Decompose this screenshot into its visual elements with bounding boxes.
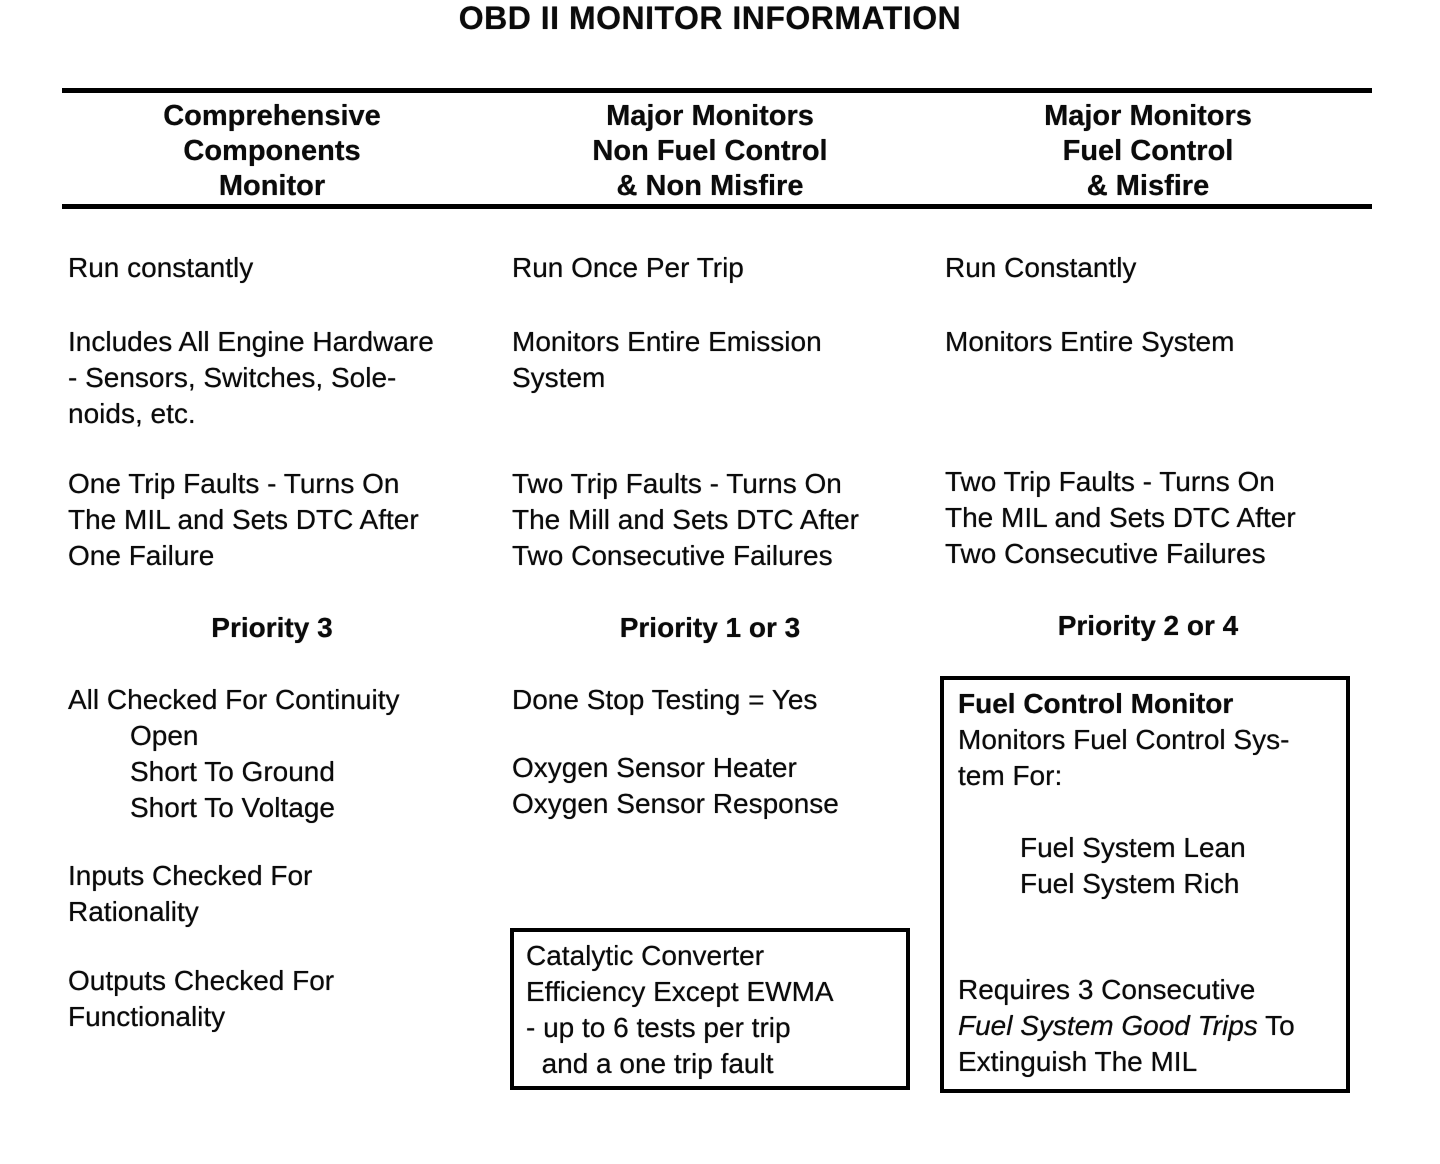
catalytic-converter-text: Catalytic Converter Efficiency Except EW… xyxy=(526,940,834,1079)
fuel-box-body: Monitors Fuel Control Sys- tem For: xyxy=(958,724,1290,791)
fuel-box-requires: Requires 3 Consecutive Fuel System Good … xyxy=(958,972,1332,1080)
col3-two-trip-faults: Two Trip Faults - Turns On The MIL and S… xyxy=(945,466,1296,569)
fuel-box-requires-line2: Fuel System Good Trips To xyxy=(958,1008,1332,1044)
col1-outputs-checked: Outputs Checked For Functionality xyxy=(68,965,335,1032)
fuel-box-requires-line1: Requires 3 Consecutive xyxy=(958,974,1256,1005)
col2-run-once: Run Once Per Trip xyxy=(512,252,744,283)
col1-inputs-checked: Inputs Checked For Rationality xyxy=(68,860,313,927)
col1-run-constantly: Run constantly xyxy=(68,252,254,283)
fuel-box-requires-tail: To xyxy=(1257,1010,1295,1041)
col1-checked-heading: All Checked For Continuity xyxy=(68,684,400,715)
col1-priority: Priority 3 xyxy=(211,612,333,643)
col1-one-trip-faults: One Trip Faults - Turns On The MIL and S… xyxy=(68,468,419,571)
column-header-non-fuel: Major Monitors Non Fuel Control & Non Mi… xyxy=(592,100,828,202)
fuel-box-requires-line3: Extinguish The MIL xyxy=(958,1046,1198,1077)
col2-monitors-emission: Monitors Entire Emission System xyxy=(512,326,822,393)
col1-checked-items: Open Short To Ground Short To Voltage xyxy=(130,720,335,823)
col2-oxygen-sensor: Oxygen Sensor Heater Oxygen Sensor Respo… xyxy=(512,752,839,819)
col3-monitors-system: Monitors Entire System xyxy=(945,326,1235,357)
fuel-box-good-trips-italic: Fuel System Good Trips xyxy=(958,1010,1258,1041)
fuel-control-monitor-box: Fuel Control Monitor Monitors Fuel Contr… xyxy=(940,676,1350,1093)
column-header-comprehensive: Comprehensive Components Monitor xyxy=(163,100,381,202)
col3-priority: Priority 2 or 4 xyxy=(1057,610,1239,641)
fuel-box-items: Fuel System Lean Fuel System Rich xyxy=(1020,832,1246,899)
page-title: OBD II MONITOR INFORMATION xyxy=(458,0,962,36)
col1-includes-hardware: Includes All Engine Hardware - Sensors, … xyxy=(68,326,434,429)
col2-done-stop-testing: Done Stop Testing = Yes xyxy=(512,684,818,715)
header-rule-top xyxy=(62,88,1372,93)
catalytic-converter-box: Catalytic Converter Efficiency Except EW… xyxy=(510,928,910,1090)
col2-priority: Priority 1 or 3 xyxy=(619,612,801,643)
fuel-box-title: Fuel Control Monitor xyxy=(958,688,1234,719)
header-rule-bottom xyxy=(62,204,1372,209)
col3-run-constantly: Run Constantly xyxy=(945,252,1137,283)
col2-two-trip-faults: Two Trip Faults - Turns On The Mill and … xyxy=(512,468,860,571)
column-header-fuel: Major Monitors Fuel Control & Misfire xyxy=(1044,100,1252,202)
